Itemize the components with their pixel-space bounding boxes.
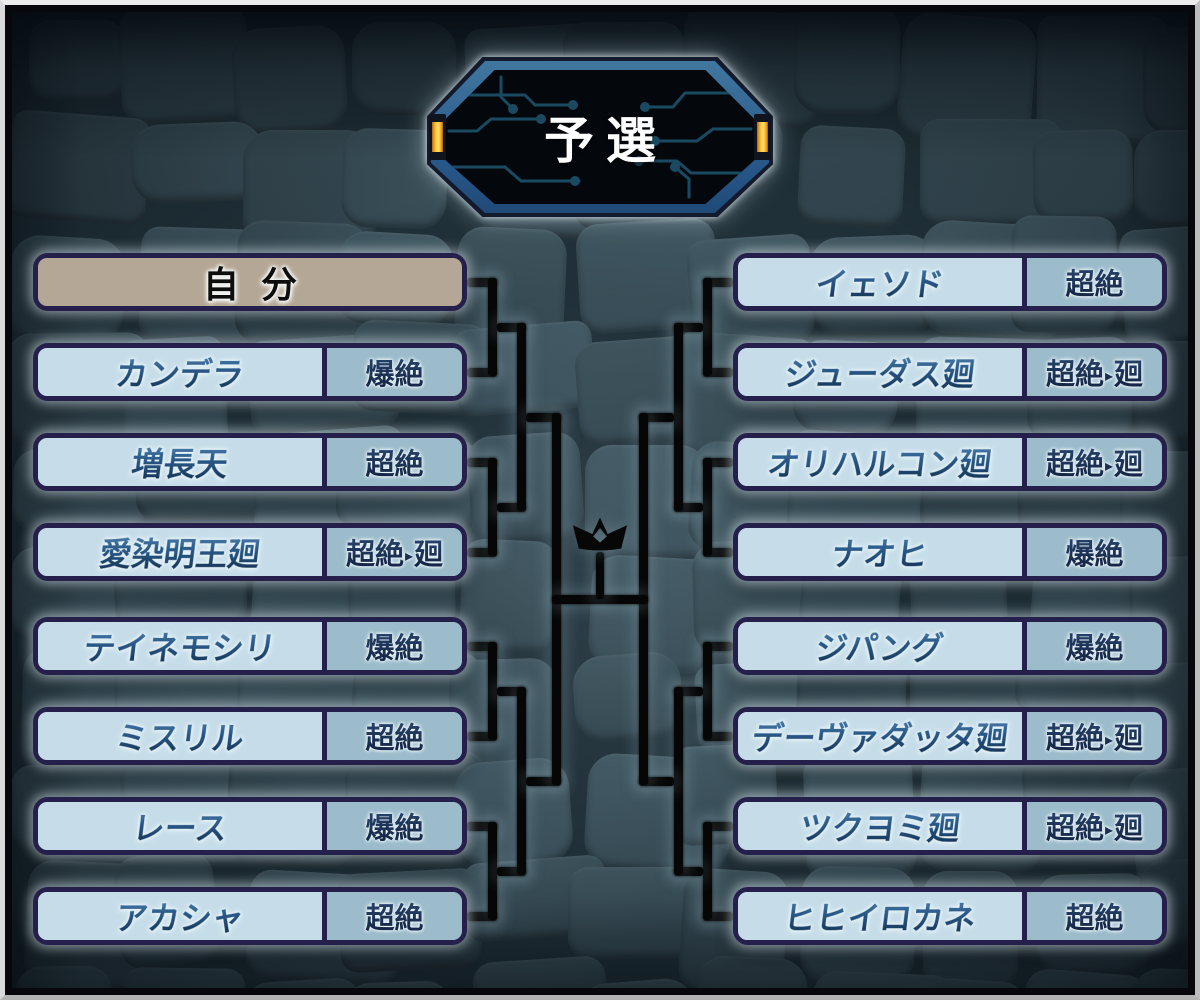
entry-tag-cell: 超絶 (327, 438, 462, 486)
entry-tag: 超絶 (365, 895, 423, 937)
bracket-entry[interactable]: テイネモシリ 爆絶 (33, 617, 467, 675)
bracket-entry[interactable]: レース 爆絶 (33, 797, 467, 855)
entry-tag: 爆絶 (1065, 625, 1123, 667)
bracket-line (488, 278, 497, 376)
entry-name-cell: アカシャ (38, 892, 322, 940)
bracket-line (703, 278, 712, 376)
entry-name: オリハルコン廻 (765, 439, 994, 485)
entry-tag: 超絶▸廻 (1046, 715, 1143, 757)
gold-clasp-right (754, 114, 771, 160)
entry-tag-cell: 超絶 (327, 892, 462, 940)
bracket-line (517, 323, 526, 511)
entry-name: カンデラ (113, 349, 247, 395)
entry-tag: 超絶▸廻 (1046, 805, 1143, 847)
entry-tag: 爆絶 (365, 805, 423, 847)
entry-tag: 超絶▸廻 (1046, 351, 1143, 393)
entry-name-cell: 増長天 (38, 438, 322, 486)
entry-name: ヒヒイロカネ (781, 893, 979, 939)
crown-icon (572, 517, 628, 551)
entry-tag: 超絶▸廻 (346, 531, 443, 573)
bracket-entry[interactable]: カンデラ 爆絶 (33, 343, 467, 401)
entry-name: デーヴァダッタ廻 (749, 713, 1011, 759)
entry-name-cell: レース (38, 802, 322, 850)
entry-tag-cell: 爆絶 (327, 622, 462, 670)
entry-name-cell: ツクヨミ廻 (738, 802, 1022, 850)
bracket-entry[interactable]: ヒヒイロカネ 超絶 (733, 887, 1167, 945)
bracket-entry[interactable]: ミスリル 超絶 (33, 707, 467, 765)
entry-name: ナオヒ (829, 529, 931, 575)
entry-tag-cell: 爆絶 (327, 802, 462, 850)
entry-tag: 超絶 (365, 715, 423, 757)
entry-name-cell: ナオヒ (738, 528, 1022, 576)
bracket-entry-self[interactable]: 自分 (33, 253, 467, 311)
bracket-entry[interactable]: ツクヨミ廻 超絶▸廻 (733, 797, 1167, 855)
entry-name-cell: ミスリル (38, 712, 322, 760)
entry-name-cell: ジューダス廻 (738, 348, 1022, 396)
entry-name: ジパング (813, 623, 946, 669)
entry-name-cell: オリハルコン廻 (738, 438, 1022, 486)
bracket-line (703, 822, 712, 920)
bracket-entry[interactable]: ナオヒ 爆絶 (733, 523, 1167, 581)
entry-name: アカシャ (113, 893, 247, 939)
entry-tag: 超絶 (365, 441, 423, 483)
entry-tag-cell: 超絶▸廻 (1027, 712, 1162, 760)
entry-name: テイネモシリ (81, 623, 279, 669)
entry-name-cell: カンデラ (38, 348, 322, 396)
entry-tag-cell: 超絶 (327, 712, 462, 760)
entry-name: ミスリル (113, 713, 247, 759)
bracket-line (674, 323, 683, 511)
bracket-line (674, 687, 683, 875)
bracket-entry[interactable]: アカシャ 超絶 (33, 887, 467, 945)
entry-tag-cell: 爆絶 (1027, 622, 1162, 670)
entry-name-cell: 自分 (38, 258, 462, 306)
entry-name-cell: ジパング (738, 622, 1022, 670)
entry-name: 愛染明王廻 (97, 529, 263, 575)
bracket-line (488, 642, 497, 740)
entry-tag: 爆絶 (1065, 531, 1123, 573)
entry-tag-cell: 超絶 (1027, 892, 1162, 940)
entry-tag-cell: 爆絶 (327, 348, 462, 396)
bracket-line (517, 687, 526, 875)
bracket-line (703, 642, 712, 740)
bracket-entry[interactable]: ジパング 爆絶 (733, 617, 1167, 675)
entry-tag: 爆絶 (365, 351, 423, 393)
entry-tag: 超絶 (1065, 261, 1123, 303)
entry-name-cell: 愛染明王廻 (38, 528, 322, 576)
entry-tag-cell: 超絶▸廻 (1027, 802, 1162, 850)
banner-title: 予選 (544, 113, 668, 169)
entry-tag-cell: 超絶▸廻 (327, 528, 462, 576)
bracket-entry[interactable]: イェソド 超絶 (733, 253, 1167, 311)
bracket-entry[interactable]: 増長天 超絶 (33, 433, 467, 491)
bracket-line (488, 458, 497, 556)
entry-name-cell: テイネモシリ (38, 622, 322, 670)
bracket-entry[interactable]: デーヴァダッタ廻 超絶▸廻 (733, 707, 1167, 765)
entry-tag: 爆絶 (365, 625, 423, 667)
bracket-line (488, 822, 497, 920)
entry-tag-cell: 超絶 (1027, 258, 1162, 306)
gold-clasp-left (429, 114, 446, 160)
entry-name: ツクヨミ廻 (797, 803, 963, 849)
entry-name: 増長天 (129, 439, 231, 485)
entry-tag: 超絶 (1065, 895, 1123, 937)
entry-name: イェソド (813, 259, 947, 305)
bracket-line (596, 552, 604, 599)
entry-tag-cell: 超絶▸廻 (1027, 348, 1162, 396)
entry-tag-cell: 爆絶 (1027, 528, 1162, 576)
entry-name-cell: イェソド (738, 258, 1022, 306)
banner-panel: 予選 (445, 70, 755, 204)
entry-tag-cell: 超絶▸廻 (1027, 438, 1162, 486)
bracket-line (703, 458, 712, 556)
entry-name: 自分 (202, 264, 319, 305)
bracket-entry[interactable]: ジューダス廻 超絶▸廻 (733, 343, 1167, 401)
qualifier-banner: 予選 (427, 57, 773, 217)
entry-tag: 超絶▸廻 (1046, 441, 1143, 483)
entry-name: レース (130, 803, 230, 849)
bracket-entry[interactable]: オリハルコン廻 超絶▸廻 (733, 433, 1167, 491)
bracket-entry[interactable]: 愛染明王廻 超絶▸廻 (33, 523, 467, 581)
entry-name: ジューダス廻 (782, 349, 977, 395)
entry-name-cell: ヒヒイロカネ (738, 892, 1022, 940)
entry-name-cell: デーヴァダッタ廻 (738, 712, 1022, 760)
